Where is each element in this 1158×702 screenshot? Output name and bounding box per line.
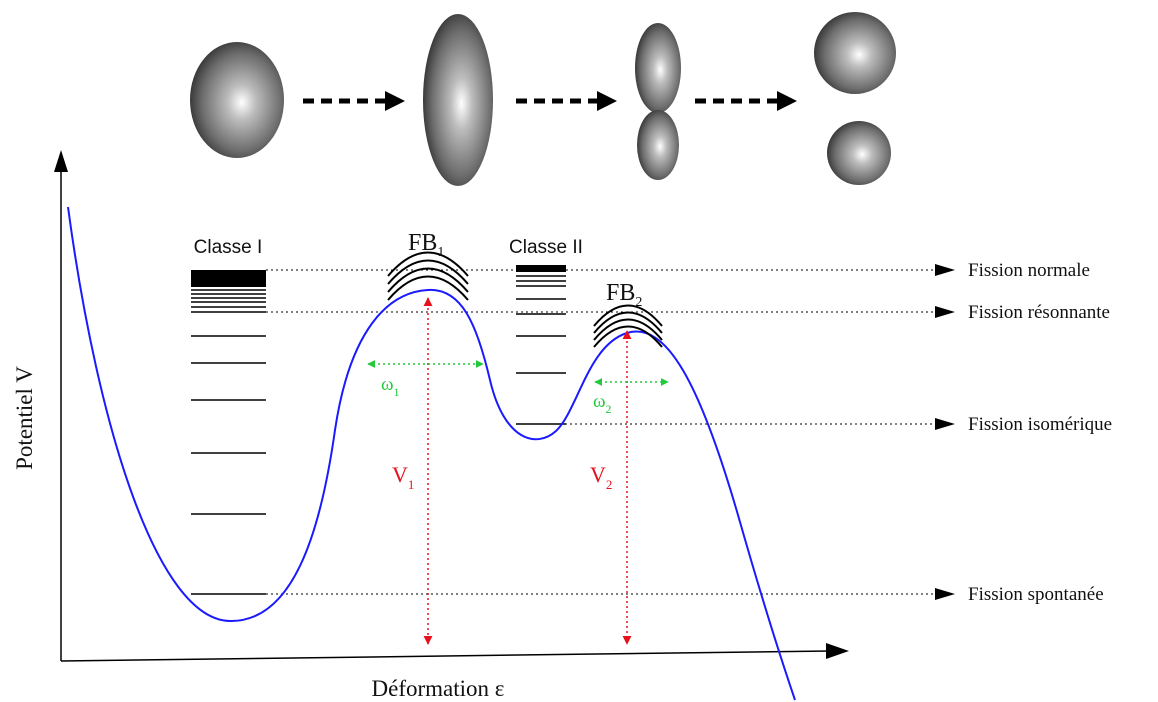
class1-label: Classe I xyxy=(194,237,263,258)
y-axis-label: Potentiel V xyxy=(12,366,37,470)
w2-main: ω xyxy=(593,391,606,412)
y-axis-arrowhead xyxy=(54,150,68,172)
fb2-sub: 2 xyxy=(635,295,642,310)
dashed-arrow-icon xyxy=(695,91,797,111)
w1-main: ω xyxy=(381,374,394,395)
arrow-resonnante-icon xyxy=(935,306,955,318)
arrow-isomerique-icon xyxy=(935,418,955,430)
x-axis xyxy=(60,650,831,662)
mode-label-isomerique: Fission isomérique xyxy=(968,414,1112,435)
v2-sub: 2 xyxy=(606,477,613,492)
barrier-fb1-icon xyxy=(387,251,469,301)
nucleus-ellipsoid-icon xyxy=(423,14,493,186)
arrow-normale-icon xyxy=(935,264,955,276)
class2-levels xyxy=(516,265,566,425)
x-axis-label: Déformation ε xyxy=(372,676,505,701)
fission-guides xyxy=(266,264,955,600)
w2-sub: 2 xyxy=(606,402,612,416)
deformation-sequence xyxy=(190,12,896,186)
fb2-main: FB xyxy=(606,280,635,306)
v2-main: V xyxy=(590,462,606,487)
axes xyxy=(54,150,849,662)
x-axis-arrowhead xyxy=(826,643,849,659)
w1-sub: 1 xyxy=(394,385,400,399)
mode-label-spontanee: Fission spontanée xyxy=(968,584,1104,605)
arrow-spontanee-icon xyxy=(935,588,955,600)
potential-curve xyxy=(67,206,796,701)
fb2-label: FB2 xyxy=(606,280,642,310)
fb1-sub: 1 xyxy=(437,245,444,260)
v1-sub: 1 xyxy=(408,477,415,492)
v1-label: V1 xyxy=(392,462,414,492)
dashed-arrow-icon xyxy=(303,91,405,111)
fb1-label: FB1 xyxy=(408,230,444,260)
nucleus-scission-icon xyxy=(635,23,681,180)
level-band xyxy=(191,270,266,287)
fission-fragments-icon xyxy=(814,12,896,185)
dashed-arrow-icon xyxy=(516,91,617,111)
v1-main: V xyxy=(392,462,408,487)
nucleus-sphere-icon xyxy=(190,42,284,158)
mode-label-resonnante: Fission résonnante xyxy=(968,302,1110,323)
class1-levels xyxy=(191,270,266,595)
w1-label: ω1 xyxy=(381,374,400,399)
v2-label: V2 xyxy=(590,462,612,492)
class2-label: Classe II xyxy=(509,237,583,258)
mode-label-normale: Fission normale xyxy=(968,260,1090,281)
level-band xyxy=(516,265,566,272)
fb1-main: FB xyxy=(408,230,437,256)
barrier-fb2-icon xyxy=(593,304,663,348)
w2-label: ω2 xyxy=(593,391,612,416)
